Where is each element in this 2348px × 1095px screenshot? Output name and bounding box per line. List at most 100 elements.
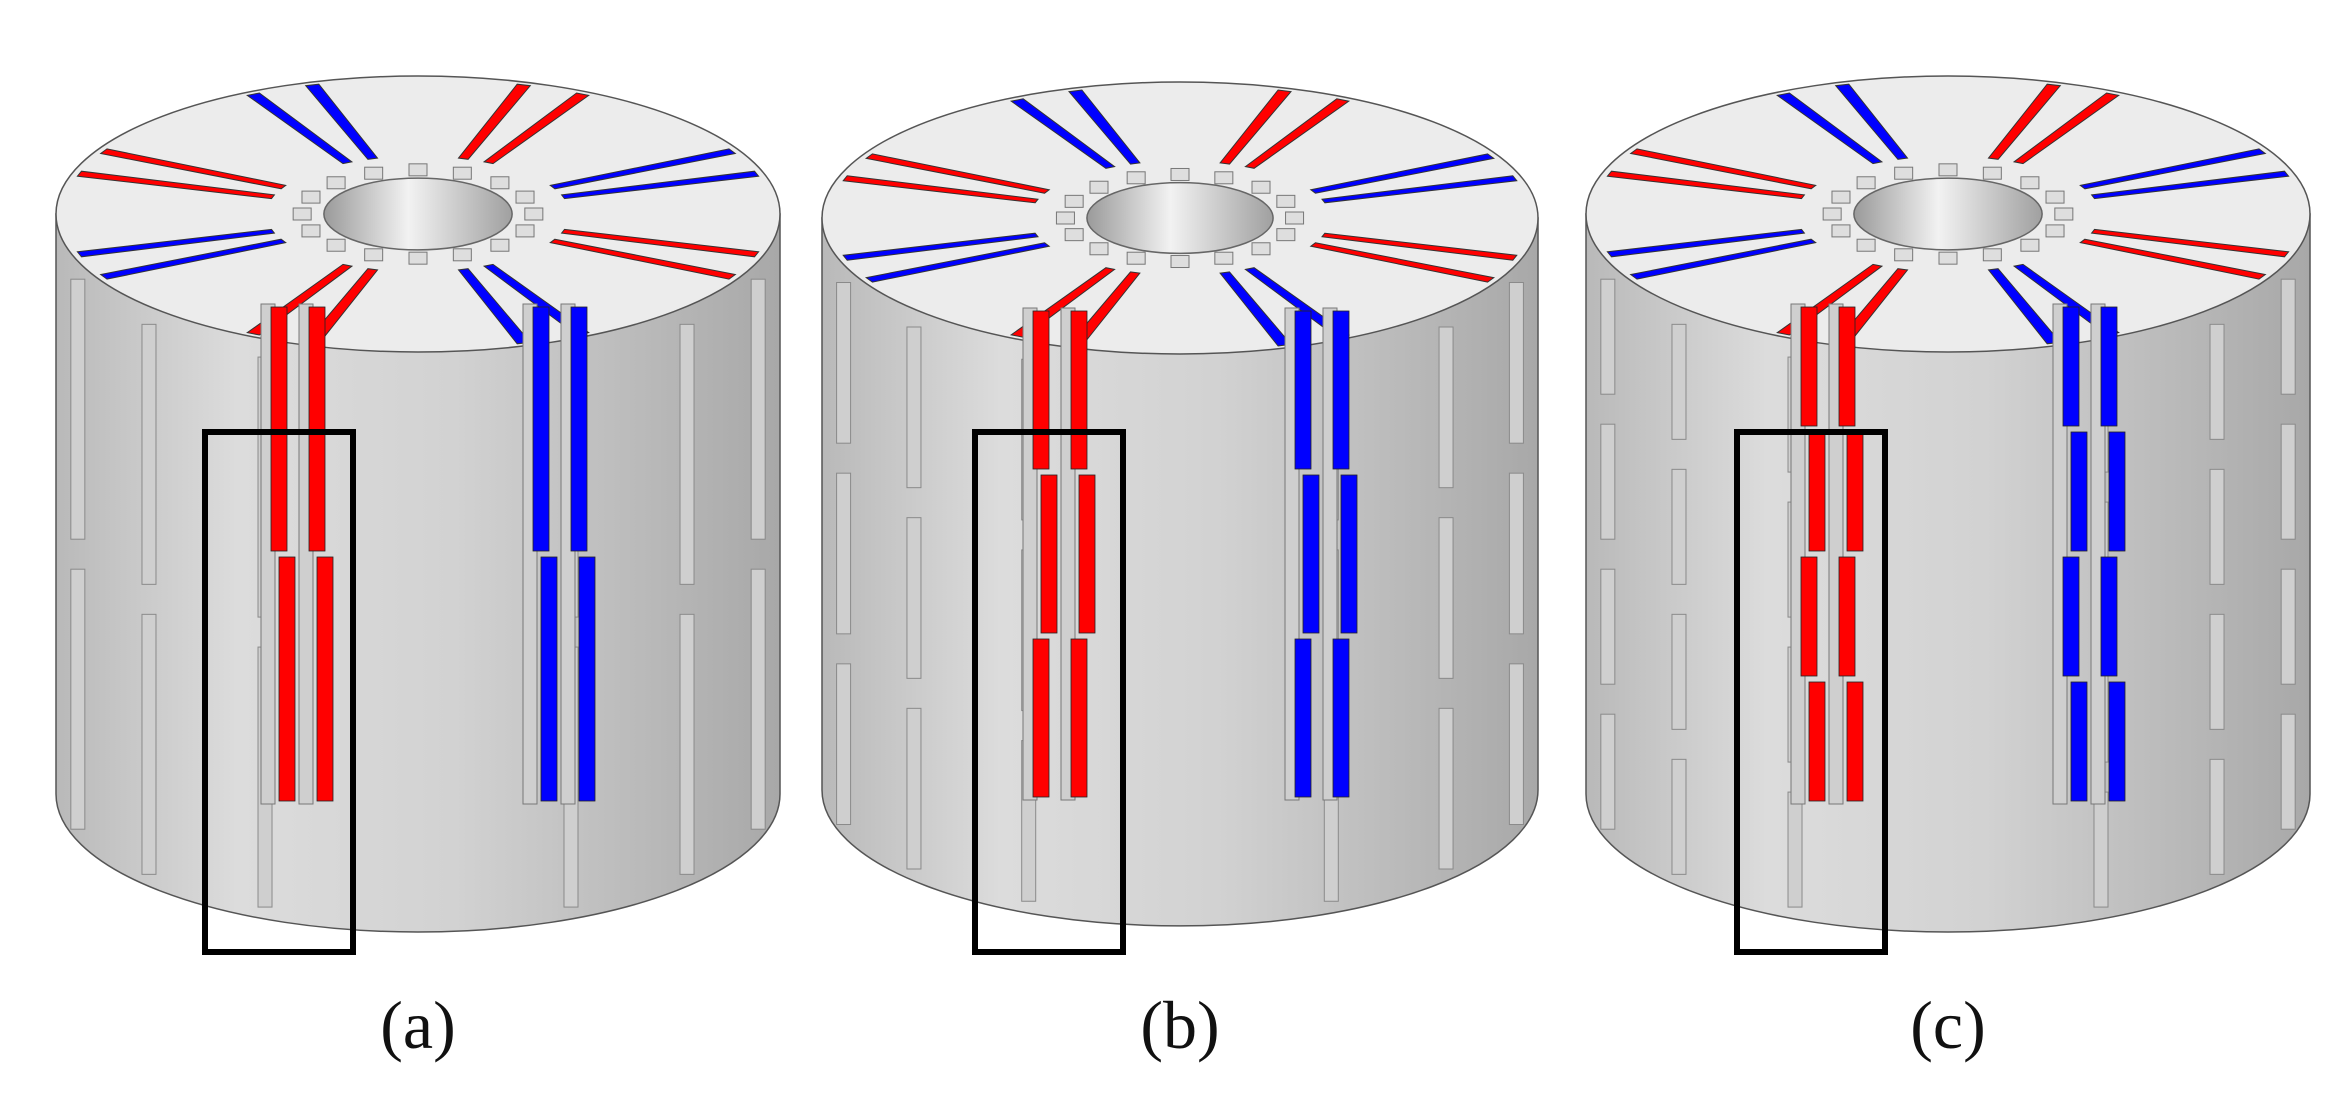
top-magnet-bar (1309, 242, 1496, 283)
front-magnet-segment (540, 556, 558, 802)
bore-tooth (326, 176, 346, 190)
side-groove (1508, 472, 1524, 635)
side-groove (906, 326, 922, 489)
top-magnet-bar (1068, 89, 1141, 165)
top-magnet-bar (1309, 153, 1496, 194)
bore-tooth (452, 166, 472, 180)
bore-tooth (1982, 166, 2002, 180)
top-magnet-bar (99, 148, 287, 190)
bore-tooth (1064, 194, 1084, 208)
side-groove (2280, 713, 2296, 830)
top-magnet-bar (1987, 268, 2062, 345)
highlight-box (202, 429, 356, 955)
side-groove (1438, 326, 1454, 489)
bore-tooth (490, 238, 510, 252)
top-magnet-bar (457, 268, 532, 345)
side-groove (2280, 423, 2296, 540)
bore-tooth (292, 207, 312, 221)
side-groove (1600, 423, 1616, 540)
front-magnet-segment (1070, 638, 1088, 798)
bore-tooth (1126, 251, 1146, 265)
front-magnet-segment (1808, 431, 1826, 552)
top-magnet-bar (2090, 170, 2290, 200)
bore-tooth (1064, 228, 1084, 242)
top-magnet-bar (549, 148, 737, 190)
side-groove (141, 323, 157, 585)
top-magnet-bar (1987, 83, 2062, 160)
top-magnet-bar (560, 228, 760, 258)
front-magnet-segment (1846, 681, 1864, 802)
side-groove (1671, 323, 1687, 440)
bore-tooth (490, 176, 510, 190)
bore-tooth (2054, 207, 2074, 221)
front-magnet-segment (2070, 431, 2088, 552)
front-slot (2052, 303, 2068, 805)
side-groove (2209, 613, 2225, 730)
front-magnet-segment (1332, 638, 1350, 798)
bore-tooth (301, 224, 321, 238)
panel-c (1585, 75, 2311, 955)
bore-tooth (1831, 190, 1851, 204)
front-magnet-segment (1800, 556, 1818, 677)
bore-tooth (364, 248, 384, 262)
rotor-body (821, 217, 1539, 927)
panel-label-c: (c) (1910, 987, 1985, 1063)
bore-tooth (408, 163, 428, 177)
side-groove (1600, 713, 1616, 830)
bore-tooth (301, 190, 321, 204)
bore-tooth (452, 248, 472, 262)
front-magnet-segment (2070, 681, 2088, 802)
front-magnet-segment (2062, 556, 2080, 677)
side-groove (1600, 278, 1616, 395)
top-magnet-bar (482, 92, 590, 165)
bore-tooth (1831, 224, 1851, 238)
front-magnet-segment (1332, 310, 1350, 470)
side-groove (2209, 323, 2225, 440)
bore-tooth (1170, 255, 1190, 269)
bore-tooth (1214, 171, 1234, 185)
rotor-bore (1086, 181, 1274, 255)
side-groove (2280, 568, 2296, 685)
bore-tooth (1894, 248, 1914, 262)
front-magnet-segment (1294, 310, 1312, 470)
side-groove (2209, 468, 2225, 585)
side-groove (1438, 707, 1454, 870)
highlight-box (1734, 429, 1888, 955)
top-magnet-bar (842, 175, 1039, 204)
front-magnet-segment (2108, 681, 2126, 802)
front-magnet-segment (532, 306, 550, 552)
top-magnet-bar (1606, 228, 1806, 258)
front-magnet-segment (1800, 306, 1818, 427)
front-magnet-segment (578, 556, 596, 802)
front-magnet-segment (570, 306, 588, 552)
side-groove (2093, 791, 2109, 908)
front-magnet-segment (1340, 474, 1358, 634)
bore-tooth (524, 207, 544, 221)
rotor-body (55, 213, 781, 933)
top-magnet-bar (99, 238, 287, 280)
bore-tooth (1089, 180, 1109, 194)
side-groove (1671, 468, 1687, 585)
side-groove (906, 707, 922, 870)
front-magnet-segment (1808, 681, 1826, 802)
bore-tooth (1856, 238, 1876, 252)
bore-tooth (408, 251, 428, 265)
front-magnet-segment (1032, 310, 1050, 470)
front-magnet-segment (1070, 310, 1088, 470)
front-magnet-segment (1078, 474, 1096, 634)
panel-b (821, 81, 1539, 955)
top-magnet-bar (842, 232, 1039, 261)
side-groove (141, 613, 157, 875)
front-magnet-segment (2108, 431, 2126, 552)
bore-tooth (1822, 207, 1842, 221)
front-magnet-segment (278, 556, 296, 802)
bore-tooth (1089, 242, 1109, 256)
top-magnet-bar (1606, 170, 1806, 200)
side-groove (1671, 758, 1687, 875)
side-groove (2280, 278, 2296, 395)
side-groove (1438, 517, 1454, 679)
front-magnet-segment (1040, 474, 1058, 634)
side-groove (1508, 663, 1524, 826)
top-magnet-bar (1321, 175, 1518, 204)
